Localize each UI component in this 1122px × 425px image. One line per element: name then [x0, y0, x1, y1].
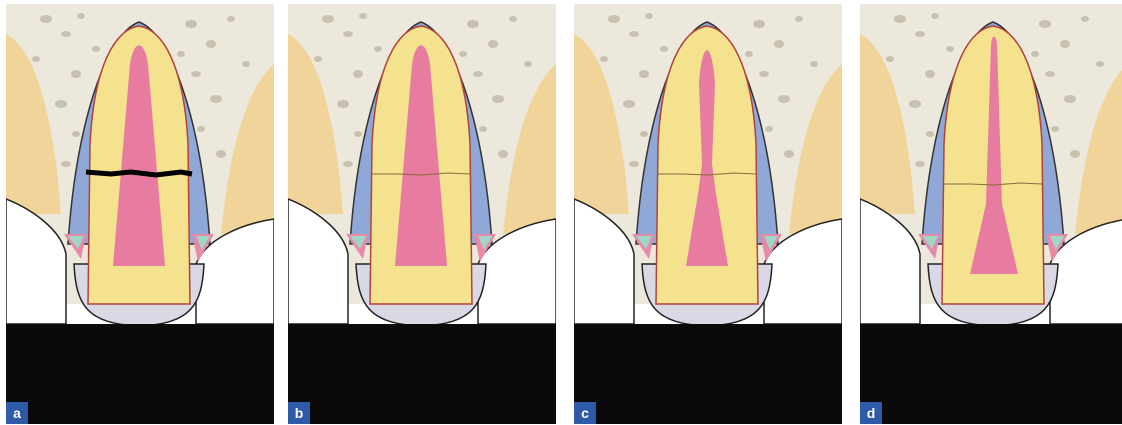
tooth-diagram: [6, 4, 274, 424]
panel-b: b: [288, 4, 556, 424]
tooth-diagram: [574, 4, 842, 424]
panel-a: a: [6, 4, 274, 424]
panel-c: c: [574, 4, 842, 424]
tooth-diagram: [288, 4, 556, 424]
panel-d: d: [860, 4, 1122, 424]
fracture-line: [86, 172, 192, 175]
panel-label: a: [6, 402, 28, 424]
panel-label: d: [860, 402, 882, 424]
panel-label: b: [288, 402, 310, 424]
tooth-diagram: [860, 4, 1122, 424]
panel-label: c: [574, 402, 596, 424]
